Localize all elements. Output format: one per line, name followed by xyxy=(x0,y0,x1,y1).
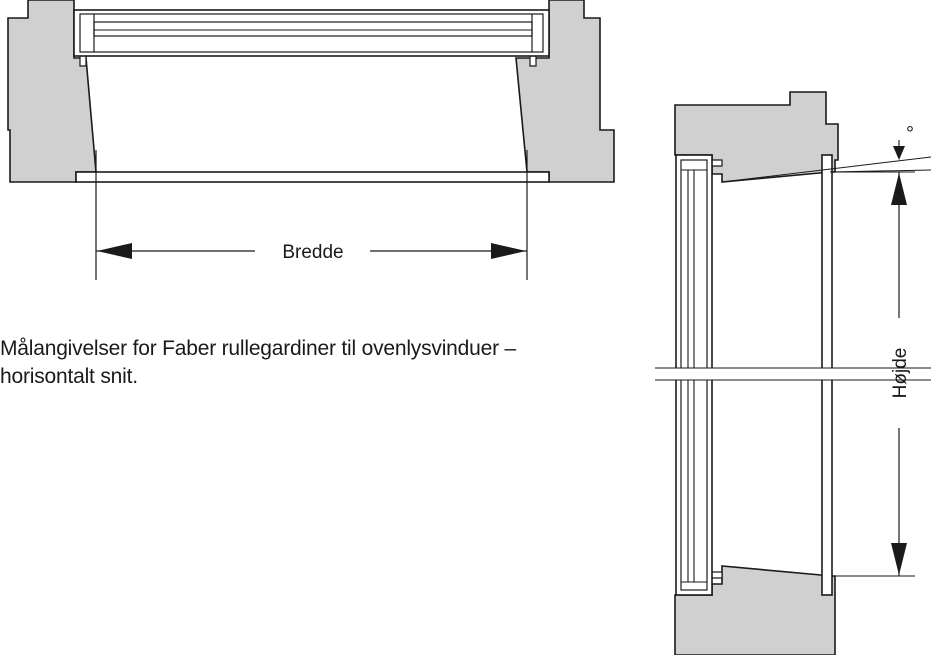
glass-pane xyxy=(93,21,533,37)
right-notch xyxy=(529,56,537,67)
left-notch xyxy=(79,56,87,67)
width-arrow-right xyxy=(491,243,526,259)
break-band xyxy=(655,368,931,380)
angle-line-a xyxy=(721,156,931,183)
caption-line-2: horisontalt snit. xyxy=(0,365,138,388)
height-arrow-bottom xyxy=(891,543,907,575)
figure-caption: Målangivelser for Faber rullegardiner ti… xyxy=(0,335,640,391)
height-arrow-top xyxy=(891,173,907,205)
bottom-rail xyxy=(75,171,550,183)
width-arrow-left xyxy=(97,243,132,259)
angle-label: ° xyxy=(906,123,914,145)
right-frame-profile xyxy=(515,0,615,183)
upper-notch xyxy=(712,159,723,167)
width-label: Bredde xyxy=(282,242,343,263)
caption-line-1: Målangivelser for Faber rullegardiner ti… xyxy=(0,337,516,360)
height-label: Højde xyxy=(890,348,911,399)
horizontal-section: Bredde xyxy=(7,0,615,280)
vertical-section: ° Højde xyxy=(655,91,931,655)
lower-notch xyxy=(712,571,723,579)
angle-arrow xyxy=(893,146,905,160)
